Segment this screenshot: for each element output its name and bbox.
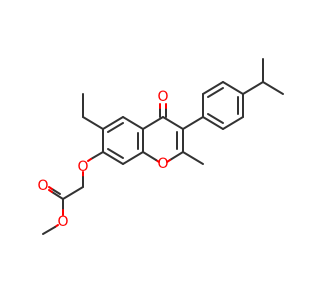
pyranone-ring <box>142 116 184 163</box>
aryl-bond <box>182 116 204 130</box>
bond-o <box>48 189 53 193</box>
bond <box>90 151 104 160</box>
bond <box>169 151 184 161</box>
ether-linkage <box>82 151 104 188</box>
bond-o <box>166 159 171 163</box>
bond <box>122 151 144 165</box>
bond <box>242 81 264 95</box>
bond-double-inner <box>207 113 224 124</box>
bond <box>222 116 244 130</box>
ether-oxygen-label: O <box>77 159 88 175</box>
methyl-bond <box>182 151 204 165</box>
bond <box>102 116 124 130</box>
ester-carbonyl-oxygen-label: O <box>37 178 48 194</box>
carbonyl <box>159 103 167 118</box>
bond-double-inner <box>107 148 124 159</box>
bond <box>142 151 157 161</box>
isopropylphenyl-ring <box>202 81 244 130</box>
bond <box>202 81 224 95</box>
bond <box>51 191 64 200</box>
bond <box>222 81 244 95</box>
bond-double-inner <box>107 122 124 133</box>
ethyl <box>82 93 104 130</box>
bond <box>142 116 164 130</box>
benzo-ring <box>102 116 144 165</box>
bond <box>262 81 284 95</box>
bond <box>42 226 56 235</box>
bond <box>62 186 84 200</box>
bond <box>122 116 144 130</box>
bond-o <box>87 158 92 162</box>
bond <box>102 151 124 165</box>
molecule-structure: O O O O O <box>0 0 300 300</box>
bond-double-inner <box>207 87 224 98</box>
ring-oxygen-label: O <box>157 156 168 172</box>
bond <box>202 116 224 130</box>
bond <box>51 188 61 195</box>
methyl-ester <box>42 186 84 235</box>
isopropyl <box>242 58 284 95</box>
bond <box>82 116 104 130</box>
bond-o <box>48 186 53 190</box>
background <box>0 0 300 300</box>
ester-oxygen-label: O <box>57 214 68 230</box>
carbonyl-oxygen-label: O <box>157 89 168 105</box>
bond <box>162 116 184 130</box>
